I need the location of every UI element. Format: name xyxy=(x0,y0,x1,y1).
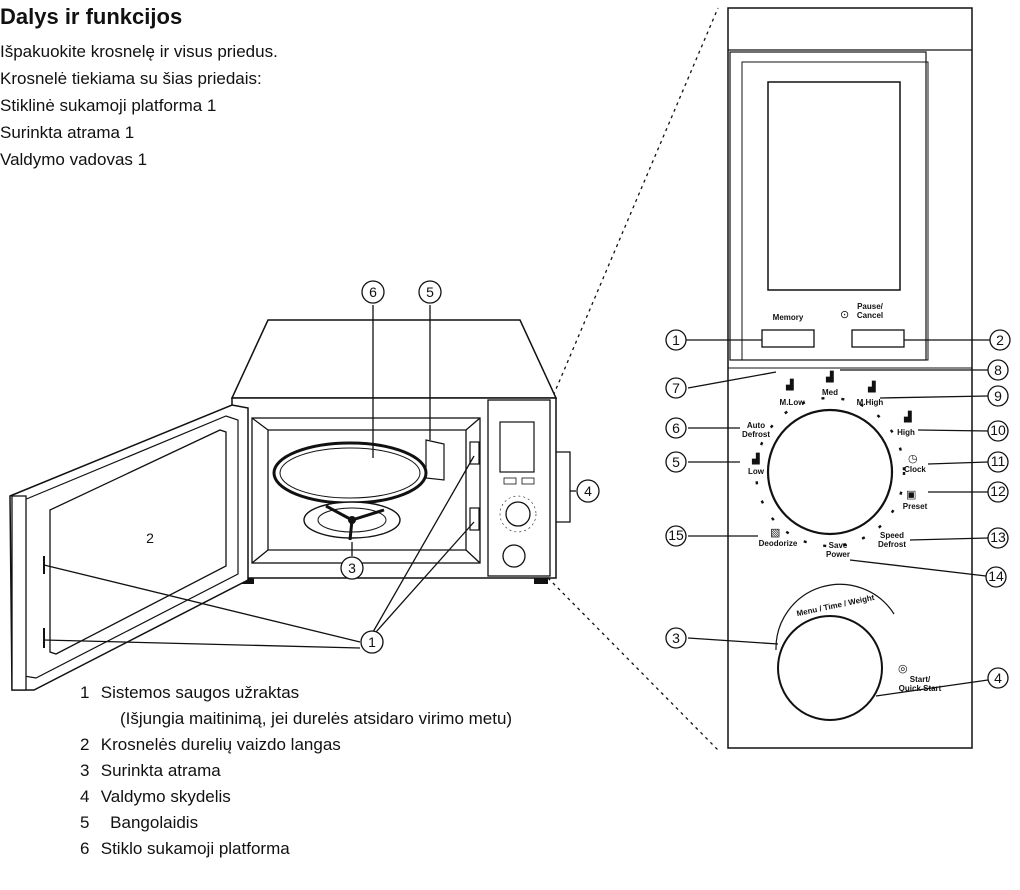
auto-label: Auto xyxy=(747,421,765,430)
callout-1-panel: 1 xyxy=(665,329,687,351)
legend-item: 6 Stiklo sukamoji platforma xyxy=(80,839,290,858)
callout-5-oven: 5 xyxy=(418,280,442,304)
high-label: High xyxy=(897,428,915,437)
callout-2-oven: 2 xyxy=(139,527,161,549)
intro-line: Išpakuokite krosnelę ir visus priedus. xyxy=(0,42,278,61)
dial-arc xyxy=(775,583,895,651)
menu-time-weight-dial[interactable] xyxy=(777,615,883,721)
callout-1-oven: 1 xyxy=(360,630,384,654)
callout-5-panel: 5 xyxy=(665,451,687,473)
callout-3-oven: 3 xyxy=(340,556,364,580)
start-icon: ◎ xyxy=(898,663,908,675)
memory-button[interactable] xyxy=(761,329,815,348)
pause-cancel-button[interactable] xyxy=(851,329,905,348)
svg-text:3: 3 xyxy=(348,560,356,576)
svg-text:2: 2 xyxy=(146,530,154,546)
auto-defrost-label: Defrost xyxy=(742,430,770,439)
panel-callout-lines xyxy=(686,339,990,697)
callout-15-panel: 15 xyxy=(665,525,687,547)
svg-text:6: 6 xyxy=(369,284,377,300)
svg-text:12: 12 xyxy=(990,483,1006,499)
callout-3-panel: 3 xyxy=(665,627,687,649)
callout-11-panel: 11 xyxy=(987,451,1009,473)
svg-text:3: 3 xyxy=(672,630,680,646)
callout-4-panel: 4 xyxy=(987,667,1009,689)
signal-icon: ▟ xyxy=(903,410,912,423)
legend-item: 4 Valdymo skydelis xyxy=(80,787,231,806)
med-label: Med xyxy=(822,388,838,397)
memory-label: Memory xyxy=(773,313,804,322)
page-title: Dalys ir funkcijos xyxy=(0,4,183,29)
legend-item: 5 Bangolaidis xyxy=(80,813,199,832)
pause-label: Pause/ xyxy=(857,302,884,311)
pause-icon: ⊙ xyxy=(840,309,849,321)
svg-text:14: 14 xyxy=(988,568,1004,584)
svg-text:5: 5 xyxy=(426,284,434,300)
signal-icon: ▟ xyxy=(867,380,876,393)
svg-text:11: 11 xyxy=(991,453,1006,469)
svg-text:4: 4 xyxy=(584,483,592,499)
intro-line: Stiklinė sukamoji platforma 1 xyxy=(0,96,217,115)
preset-icon: ▣ xyxy=(906,489,916,501)
save-label: Save xyxy=(829,541,848,550)
callout-markers: 6 5 2 3 1 4 1 2 7 8 9 6 10 5 11 12 15 13… xyxy=(139,280,1011,689)
intro-line: Krosnelė tiekiama su šias priedais: xyxy=(0,69,262,88)
svg-text:1: 1 xyxy=(672,332,680,348)
callout-6-oven: 6 xyxy=(361,280,385,304)
svg-text:4: 4 xyxy=(994,670,1002,686)
microwave-illustration xyxy=(9,319,558,691)
signal-icon: ▟ xyxy=(825,370,834,383)
svg-text:9: 9 xyxy=(994,388,1002,404)
low-label: Low xyxy=(748,467,765,476)
callout-10-panel: 10 xyxy=(987,420,1009,442)
signal-icon: ▟ xyxy=(751,452,760,465)
callout-8-panel: 8 xyxy=(987,359,1009,381)
callout-14-panel: 14 xyxy=(985,566,1007,588)
intro-text: Išpakuokite krosnelę ir visus priedus. K… xyxy=(0,38,278,173)
callout-12-panel: 12 xyxy=(987,481,1009,503)
deodorize-icon: ▧ xyxy=(770,527,780,539)
callout-2-panel: 2 xyxy=(989,329,1011,351)
legend-item: 3 Surinkta atrama xyxy=(80,761,221,780)
svg-text:10: 10 xyxy=(990,422,1006,438)
callout-9-panel: 9 xyxy=(987,385,1009,407)
mhigh-label: M.High xyxy=(857,398,884,407)
parts-legend: 1 Sistemos saugos užraktas (Išjungia mai… xyxy=(80,680,512,862)
legend-item: (Išjungia maitinimą, jei durelės atsidar… xyxy=(120,709,513,728)
svg-text:5: 5 xyxy=(672,454,680,470)
microwave-callout-lines xyxy=(43,305,576,649)
quick-start-label[interactable]: Quick Start xyxy=(899,684,942,693)
clock-icon: ◷ xyxy=(908,453,918,465)
power-label: Power xyxy=(826,550,850,559)
deodorize-label: Deodorize xyxy=(759,539,798,548)
svg-text:1: 1 xyxy=(368,634,376,650)
control-panel-closeup xyxy=(727,7,973,749)
svg-text:6: 6 xyxy=(672,420,680,436)
legend-item: 2 Krosnelės durelių vaizdo langas xyxy=(80,735,341,754)
intro-line: Surinkta atrama 1 xyxy=(0,123,135,142)
speed-label: Speed xyxy=(880,531,904,540)
legend-item: 1 Sistemos saugos užraktas xyxy=(80,683,300,702)
svg-text:15: 15 xyxy=(668,527,684,543)
defrost-label: Defrost xyxy=(878,540,906,549)
svg-text:8: 8 xyxy=(994,362,1002,378)
callout-7-panel: 7 xyxy=(665,377,687,399)
clock-label: Clock xyxy=(904,465,926,474)
svg-text:13: 13 xyxy=(990,529,1006,545)
intro-line: Valdymo vadovas 1 xyxy=(0,150,148,169)
callout-6-panel: 6 xyxy=(665,417,687,439)
callout-4-oven: 4 xyxy=(576,479,600,503)
mlow-label: M.Low xyxy=(780,398,806,407)
zoom-line-top xyxy=(547,7,719,409)
callout-13-panel: 13 xyxy=(987,527,1009,549)
svg-text:2: 2 xyxy=(996,332,1004,348)
signal-icon: ▟ xyxy=(785,378,794,391)
zoom-line-bottom xyxy=(547,577,719,751)
svg-text:7: 7 xyxy=(672,380,680,396)
cancel-label: Cancel xyxy=(857,311,883,320)
preset-label: Preset xyxy=(903,502,928,511)
power-dial[interactable] xyxy=(754,396,906,548)
start-label[interactable]: Start/ xyxy=(910,675,931,684)
